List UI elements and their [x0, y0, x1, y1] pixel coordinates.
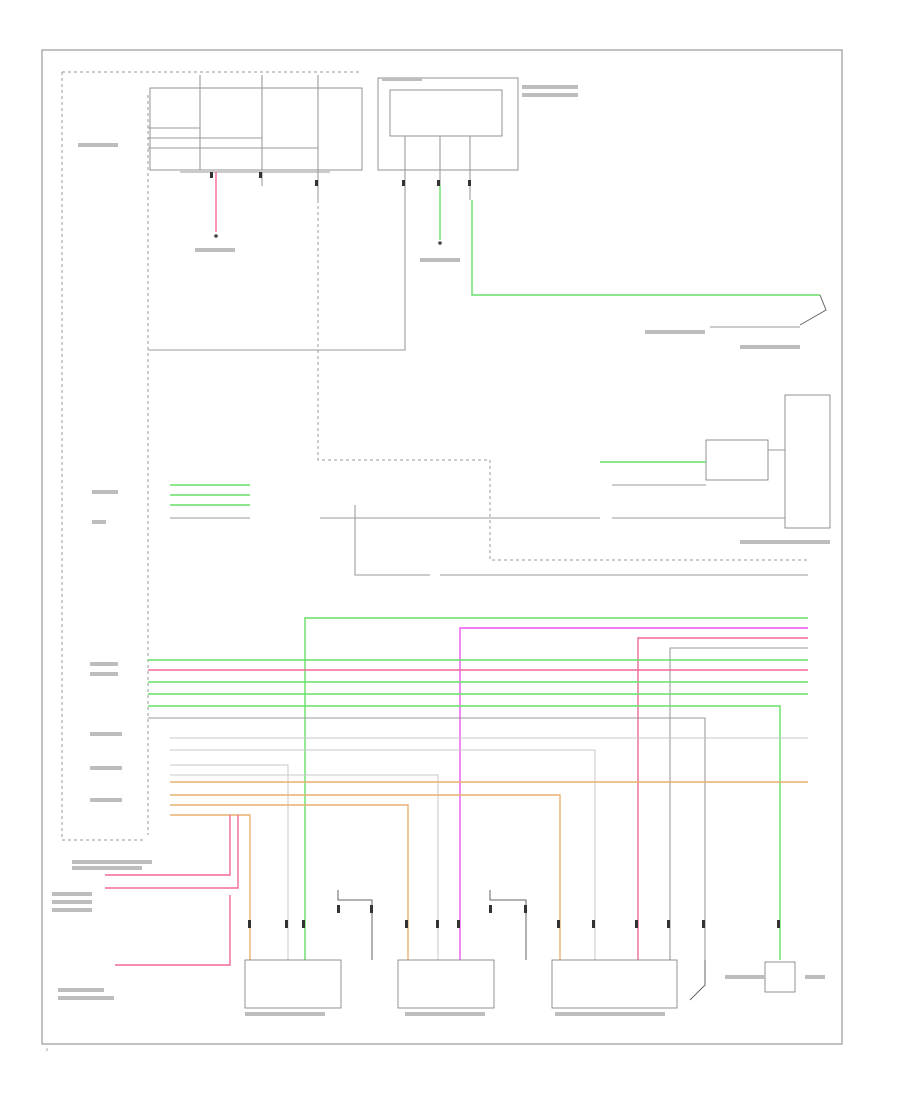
component-box-1: [244, 959, 342, 1009]
component-box-3: [551, 959, 678, 1009]
switch-contact: [799, 294, 827, 326]
gray-bundle-right: [669, 647, 808, 960]
green-wire-right: [471, 200, 820, 296]
orange-wire-2: [170, 794, 561, 960]
bus-green-4: [148, 705, 781, 960]
pink-loop-2: [105, 815, 239, 889]
lower-gray-4: [170, 774, 439, 960]
module-ground: [438, 241, 442, 245]
ecm-dashed-route: [317, 200, 808, 561]
ground-point: [214, 234, 218, 238]
jumper-1: [337, 890, 373, 960]
bus-gray-1: [148, 717, 706, 960]
orange-wire-3: [170, 804, 409, 960]
diagram-frame: [41, 49, 843, 1045]
component-box-4: [764, 961, 796, 993]
green-bundle-top: [304, 617, 808, 960]
label-blocks: [52, 78, 830, 1016]
engine-control-module: [784, 394, 831, 529]
magenta-bundle: [459, 627, 808, 960]
sensor-box: [705, 439, 769, 481]
mid-drop-wire: [354, 505, 430, 576]
component-box-2: [397, 959, 495, 1009]
lower-gray-3: [170, 764, 289, 960]
pink-loop-3: [115, 895, 231, 966]
switch-arm: [689, 960, 706, 1001]
module-pin-1-route: [148, 200, 406, 351]
connector-pins: [210, 172, 780, 928]
jumper-2: [489, 890, 527, 960]
fuse-box: [149, 87, 363, 171]
pink-bundle-right: [637, 637, 808, 960]
pink-loop-1: [105, 815, 231, 876]
control-module-inner: [389, 89, 503, 137]
orange-wire-4: [170, 814, 251, 960]
lower-gray-2: [170, 749, 596, 960]
footer-code: 2: [46, 1048, 48, 1052]
